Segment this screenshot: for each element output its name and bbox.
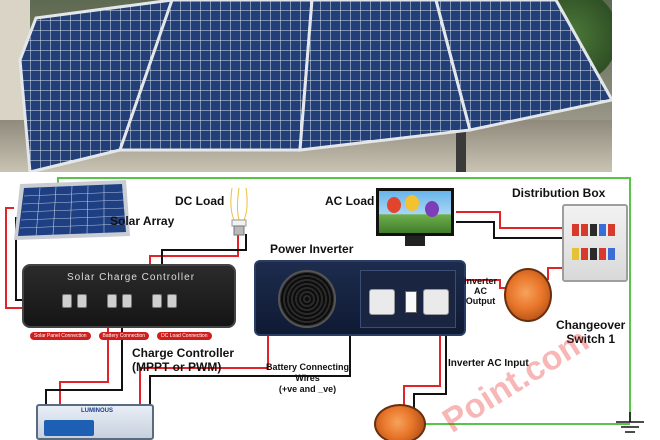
controller-terminals (62, 294, 177, 310)
fan-icon (278, 270, 336, 328)
controller-title: Solar Charge Controller (66, 272, 196, 283)
distribution-box-label: Distribution Box (512, 186, 606, 200)
terminal (107, 294, 117, 308)
solar-charge-controller: Solar Charge Controller (22, 264, 236, 328)
inverter-unit (254, 260, 466, 336)
inverter-ac-input-label: Inverter AC Input (448, 358, 529, 369)
tag-battery-connection: Battery Connection (98, 332, 150, 340)
distribution-box-icon (562, 204, 628, 282)
cfl-bulb-icon (228, 187, 250, 236)
tv-stand (405, 236, 425, 246)
television-icon (376, 188, 454, 246)
tv-balloon (405, 195, 419, 211)
solar-array-label: Solar Array (110, 214, 175, 228)
solar-installation-photo (0, 0, 612, 172)
terminal (152, 294, 162, 308)
breaker (581, 248, 588, 260)
photo-solar-panels (18, 0, 612, 172)
ac-socket (423, 289, 449, 315)
connection-tags: Solar Panel Connection Battery Connectio… (30, 332, 212, 340)
distbox-to-tv-wire (456, 211, 562, 229)
breaker (581, 224, 588, 236)
mounting-pole (456, 118, 466, 172)
breaker (599, 224, 606, 236)
breaker (608, 224, 615, 236)
inverter-dc-negative-wire (149, 332, 351, 404)
charge-controller-label: Charge Controller (MPPT or PWM) (132, 346, 235, 374)
breaker (572, 224, 579, 236)
battery-brand: LUMINOUS (81, 408, 113, 414)
inverter-ac-output-label: Inverter AC Output (464, 276, 498, 306)
tag-solar-panel-connection: Solar Panel Connection (30, 332, 91, 340)
breaker (590, 224, 597, 236)
ac-load-label: AC Load (325, 194, 375, 208)
inverter-rear-panel (360, 270, 456, 328)
tag-dc-load-connection: DC Load Connection (157, 332, 212, 340)
breaker (590, 248, 597, 260)
tv-screen (376, 188, 454, 236)
breaker (608, 248, 615, 260)
inverter-ac-input-neutral (413, 324, 447, 410)
changeover-to-distbox-wire (547, 267, 562, 280)
inverter-ac-input-wire (403, 324, 441, 410)
mcb-switch (405, 291, 417, 313)
battery-negative-wire (45, 308, 123, 404)
breaker (599, 248, 606, 260)
terminal (122, 294, 132, 308)
battery-positive-wire (59, 308, 109, 404)
ac-socket (369, 289, 395, 315)
changeover-switch-label: Changeover Switch 1 (556, 318, 626, 346)
power-inverter-label: Power Inverter (270, 242, 354, 256)
ground-icon (616, 412, 644, 433)
solar-panel-icon (14, 180, 130, 240)
changeover-switch-icon (374, 404, 426, 440)
terminal (77, 294, 87, 308)
battery-icon: LUMINOUS (36, 404, 154, 440)
terminal (62, 294, 72, 308)
breaker (572, 248, 579, 260)
wiring-diagram: Solar Array DC Load AC Load Distribution… (0, 172, 660, 440)
battery-stripe (44, 420, 94, 436)
changeover-switch-icon (504, 268, 552, 322)
terminal (167, 294, 177, 308)
tv-balloon (425, 201, 439, 217)
battery-wires-label: Battery Connecting Wires (+ve and _ve) (266, 362, 350, 394)
tv-balloon (387, 197, 401, 213)
distbox-to-tv-neutral (456, 221, 562, 239)
inverter-dc-positive-wire (139, 332, 269, 404)
dc-load-label: DC Load (175, 194, 225, 208)
